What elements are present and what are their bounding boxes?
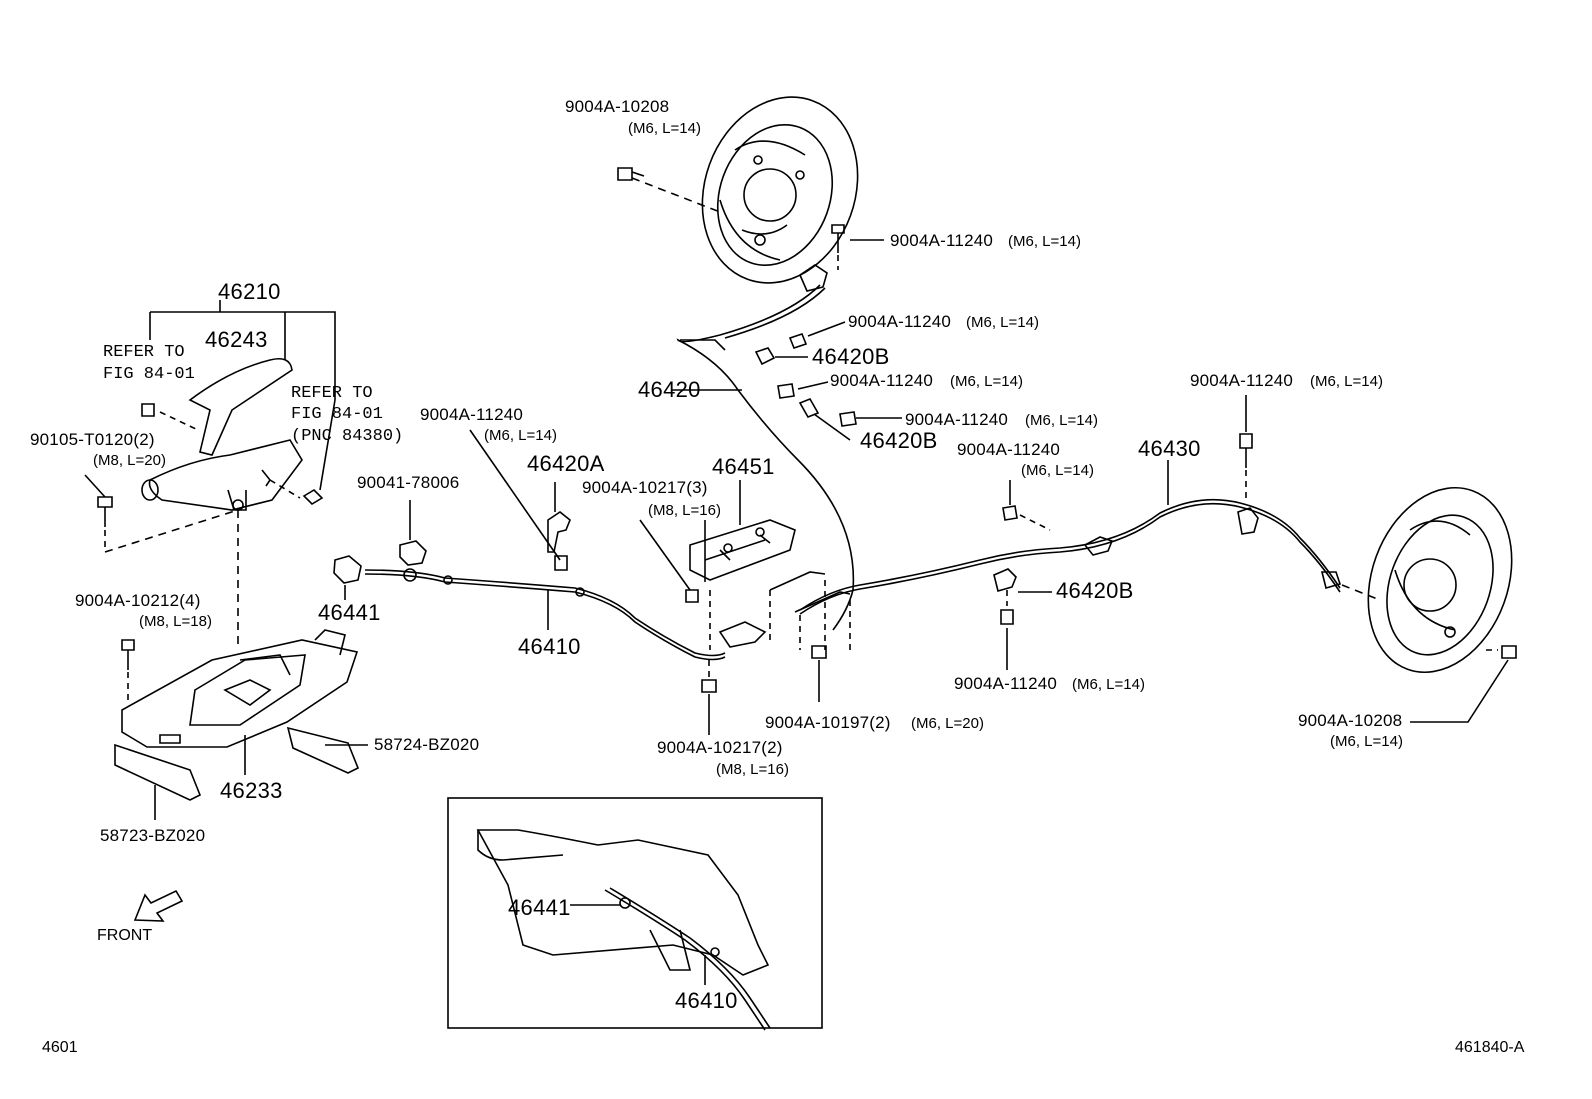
label-spec-11240-mid: (M6, L=14) <box>484 427 557 444</box>
cable-46420 <box>676 284 855 631</box>
label-spec-11240-low: (M6, L=14) <box>1072 676 1145 693</box>
label-part-46210: 46210 <box>218 279 281 304</box>
label-spec-10212: (M8, L=18) <box>139 613 212 630</box>
bolt-icon <box>811 645 827 659</box>
nut-icon <box>333 555 362 584</box>
bolt-icon <box>839 411 857 427</box>
bolt-icon <box>1239 433 1253 468</box>
label-bolt-90105: 90105-T0120(2) <box>30 430 155 449</box>
label-part-46451: 46451 <box>712 454 775 479</box>
label-spec-10197: (M6, L=20) <box>911 715 984 732</box>
label-part-46441: 46441 <box>318 600 381 625</box>
bolt-icon <box>121 639 135 670</box>
label-inset-46410: 46410 <box>675 988 738 1013</box>
label-bolt-11240-r1: 9004A-11240 <box>890 231 994 250</box>
front-cable-46410 <box>364 568 767 661</box>
label-refer1-line1: REFER TO <box>103 343 185 362</box>
bolt-icon <box>701 679 717 693</box>
label-bolt-10217-3: 9004A-10217(3) <box>582 478 708 497</box>
bolt-icon <box>788 333 808 349</box>
label-bolt-11240-r3: 9004A-11240 <box>830 371 934 390</box>
label-fig-code: 461840-A <box>1455 1039 1525 1056</box>
bolt-icon <box>1002 505 1018 521</box>
label-bolt-11240-low: 9004A-11240 <box>954 674 1058 693</box>
bolt-icon <box>141 403 155 417</box>
console-bracket-46233 <box>121 629 359 748</box>
label-refer2-line2: FIG 84-01 <box>291 405 383 424</box>
front-arrow-icon <box>133 889 184 922</box>
label-bolt-11240-r2: 9004A-11240 <box>848 312 952 331</box>
clip-icon <box>302 488 324 506</box>
label-spec-11240-rr: (M6, L=14) <box>1310 373 1383 390</box>
label-part-46420B-1: 46420B <box>812 344 890 369</box>
clip-icon <box>754 347 776 366</box>
bolt-icon <box>831 224 845 253</box>
label-part-46243: 46243 <box>205 327 268 352</box>
label-refer2-line1: REFER TO <box>291 384 373 403</box>
label-part-46410: 46410 <box>518 634 581 659</box>
nut-icon <box>399 540 427 566</box>
label-spec-10208-bot: (M6, L=14) <box>1330 733 1403 750</box>
backing-plate-rear-rh <box>1367 486 1513 674</box>
label-bolt-11240-mid: 9004A-11240 <box>420 405 524 424</box>
label-nut-90041: 90041-78006 <box>357 473 460 492</box>
label-part-46233: 46233 <box>220 778 283 803</box>
label-bolt-11240-r4: 9004A-11240 <box>905 410 1009 429</box>
bolt-icon <box>1501 645 1517 659</box>
label-front: FRONT <box>97 927 153 944</box>
label-spec-11240-r3: (M6, L=14) <box>950 373 1023 390</box>
label-spec-11240-r2: (M6, L=14) <box>966 314 1039 331</box>
bolt-icon <box>554 555 568 571</box>
clip-icon <box>993 568 1017 592</box>
bolt-icon <box>617 167 645 181</box>
label-spec-10217-3: (M8, L=16) <box>648 502 721 519</box>
bolt-icon <box>1000 609 1014 625</box>
label-spec-90105: (M8, L=20) <box>93 452 166 469</box>
label-bolt-11240-fr: 9004A-11240 <box>957 440 1061 459</box>
label-part-58724: 58724-BZ020 <box>374 735 480 754</box>
label-bolt-10208-bot: 9004A-10208 <box>1298 711 1403 730</box>
label-spec-11240-r1: (M6, L=14) <box>1008 233 1081 250</box>
label-part-46420A: 46420A <box>527 451 605 476</box>
label-part-46430: 46430 <box>1138 436 1201 461</box>
rear-cable-46430 <box>799 498 1342 615</box>
label-spec-11240-r4: (M6, L=14) <box>1025 412 1098 429</box>
label-part-46420: 46420 <box>638 377 701 402</box>
label-bolt-11240-rr: 9004A-11240 <box>1190 371 1294 390</box>
label-refer2-line3: (PNC 84380) <box>291 427 404 446</box>
label-spec-10208-top: (M6, L=14) <box>628 120 701 137</box>
bolt-icon <box>777 383 795 399</box>
label-refer1-line2: FIG 84-01 <box>103 365 195 384</box>
label-part-58723: 58723-BZ020 <box>100 826 206 845</box>
detail-inset <box>447 797 823 1031</box>
clip-icon <box>798 397 820 419</box>
backing-plate-rear-lh <box>701 96 859 292</box>
label-part-46420B-2: 46420B <box>860 428 938 453</box>
label-part-46420B-3: 46420B <box>1056 578 1134 603</box>
label-bolt-10208-top: 9004A-10208 <box>565 97 670 116</box>
equalizer-bracket-46451 <box>689 519 796 581</box>
label-spec-10217-2: (M8, L=16) <box>716 761 789 778</box>
bolt-icon <box>685 589 699 603</box>
label-inset-46441: 46441 <box>508 895 571 920</box>
label-bolt-10217-2: 9004A-10217(2) <box>657 738 783 757</box>
label-bolt-10197: 9004A-10197(2) <box>765 713 891 732</box>
bolt-icon <box>97 496 113 527</box>
label-spec-11240-fr: (M6, L=14) <box>1021 462 1094 479</box>
clip-46420A <box>547 511 571 553</box>
label-bolt-10212: 9004A-10212(4) <box>75 591 201 610</box>
label-page-code: 4601 <box>42 1039 78 1056</box>
